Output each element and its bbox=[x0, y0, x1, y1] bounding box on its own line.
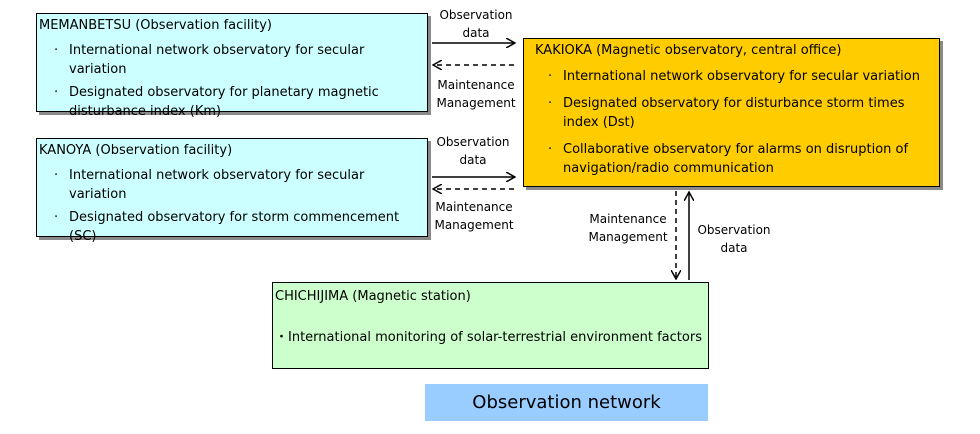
list-item: Designated observatory for planetary mag… bbox=[39, 83, 425, 121]
node-kanoya: KANOYA (Observation facility) Internatio… bbox=[36, 138, 428, 244]
node-item-list: International network observatory for se… bbox=[533, 67, 937, 186]
list-item: Collaborative observatory for alarms on … bbox=[533, 140, 937, 178]
node-chichijima: CHICHIJIMA (Magnetic station) ・Internati… bbox=[272, 282, 709, 369]
node-title: KAKIOKA (Magnetic observatory, central o… bbox=[535, 43, 842, 58]
node-title: KANOYA (Observation facility) bbox=[39, 143, 233, 158]
list-item: International network observatory for se… bbox=[533, 67, 937, 86]
edge-label-maintenance-kanoya: Maintenance Management bbox=[434, 200, 514, 232]
diagram-caption: Observation network bbox=[425, 384, 708, 421]
edge-label-maintenance-memanbetsu: Maintenance Management bbox=[436, 78, 516, 110]
edge-label-observation-chichijima: Observation data bbox=[697, 223, 771, 255]
edge-label-observation-kanoya: Observation data bbox=[436, 135, 510, 167]
node-item-list: International network observatory for se… bbox=[39, 41, 425, 125]
list-item: Designated observatory for disturbance s… bbox=[533, 94, 937, 132]
list-item: Designated observatory for storm commenc… bbox=[39, 208, 425, 246]
node-title: MEMANBETSU (Observation facility) bbox=[39, 18, 272, 33]
node-kakioka: KAKIOKA (Magnetic observatory, central o… bbox=[523, 38, 940, 187]
node-memanbetsu: MEMANBETSU (Observation facility) Intern… bbox=[36, 13, 428, 119]
list-item: International network observatory for se… bbox=[39, 41, 425, 79]
node-item-list: International network observatory for se… bbox=[39, 166, 425, 250]
edge-label-maintenance-chichijima: Maintenance Management bbox=[588, 212, 668, 244]
node-title: CHICHIJIMA (Magnetic station) bbox=[275, 289, 471, 304]
list-item: International network observatory for se… bbox=[39, 166, 425, 204]
edge-label-observation-memanbetsu: Observation data bbox=[439, 8, 513, 40]
list-item: ・International monitoring of solar-terre… bbox=[275, 330, 702, 345]
